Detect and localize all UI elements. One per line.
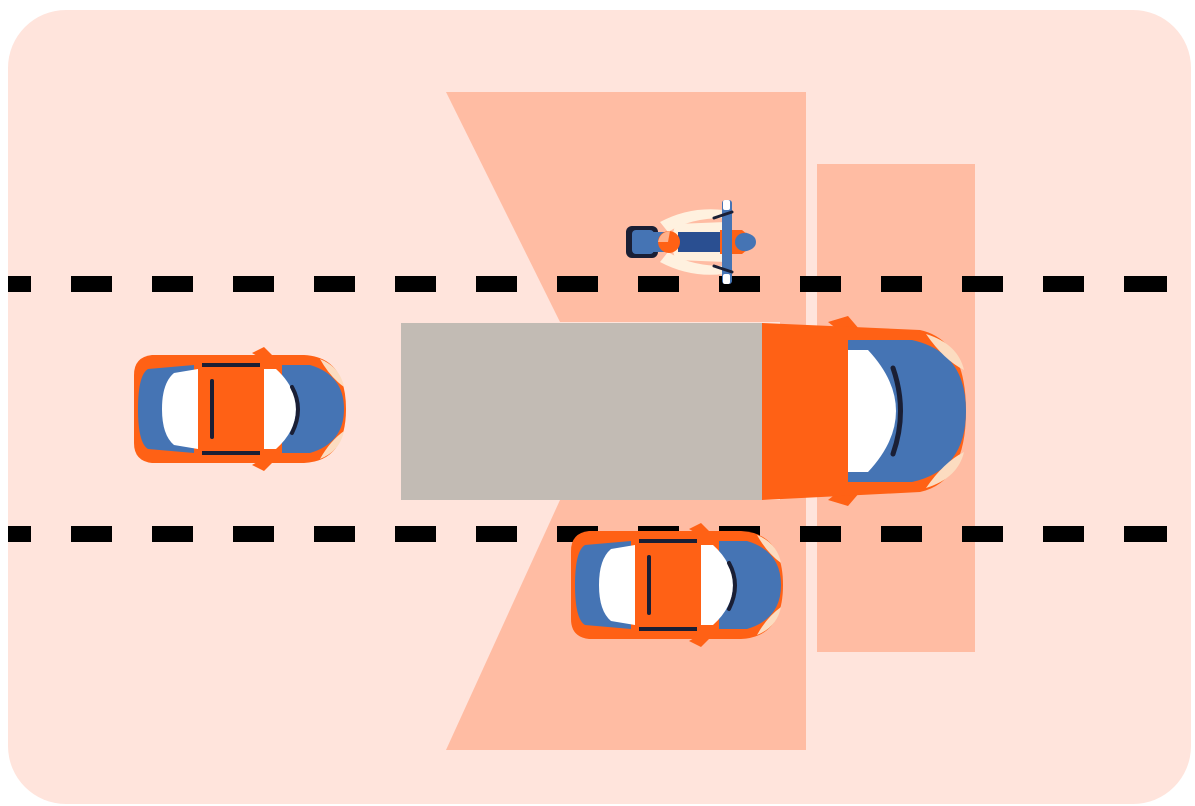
lane-marking-upper (8, 276, 1167, 292)
car-lower-lane (569, 521, 785, 649)
truck-cab (762, 316, 966, 506)
truck-trailer (401, 323, 763, 500)
blind-spot-zone-side-left (446, 92, 806, 322)
motorcycle-upper-lane (626, 200, 756, 284)
car-behind-truck (132, 345, 348, 473)
semi-truck (401, 316, 966, 506)
